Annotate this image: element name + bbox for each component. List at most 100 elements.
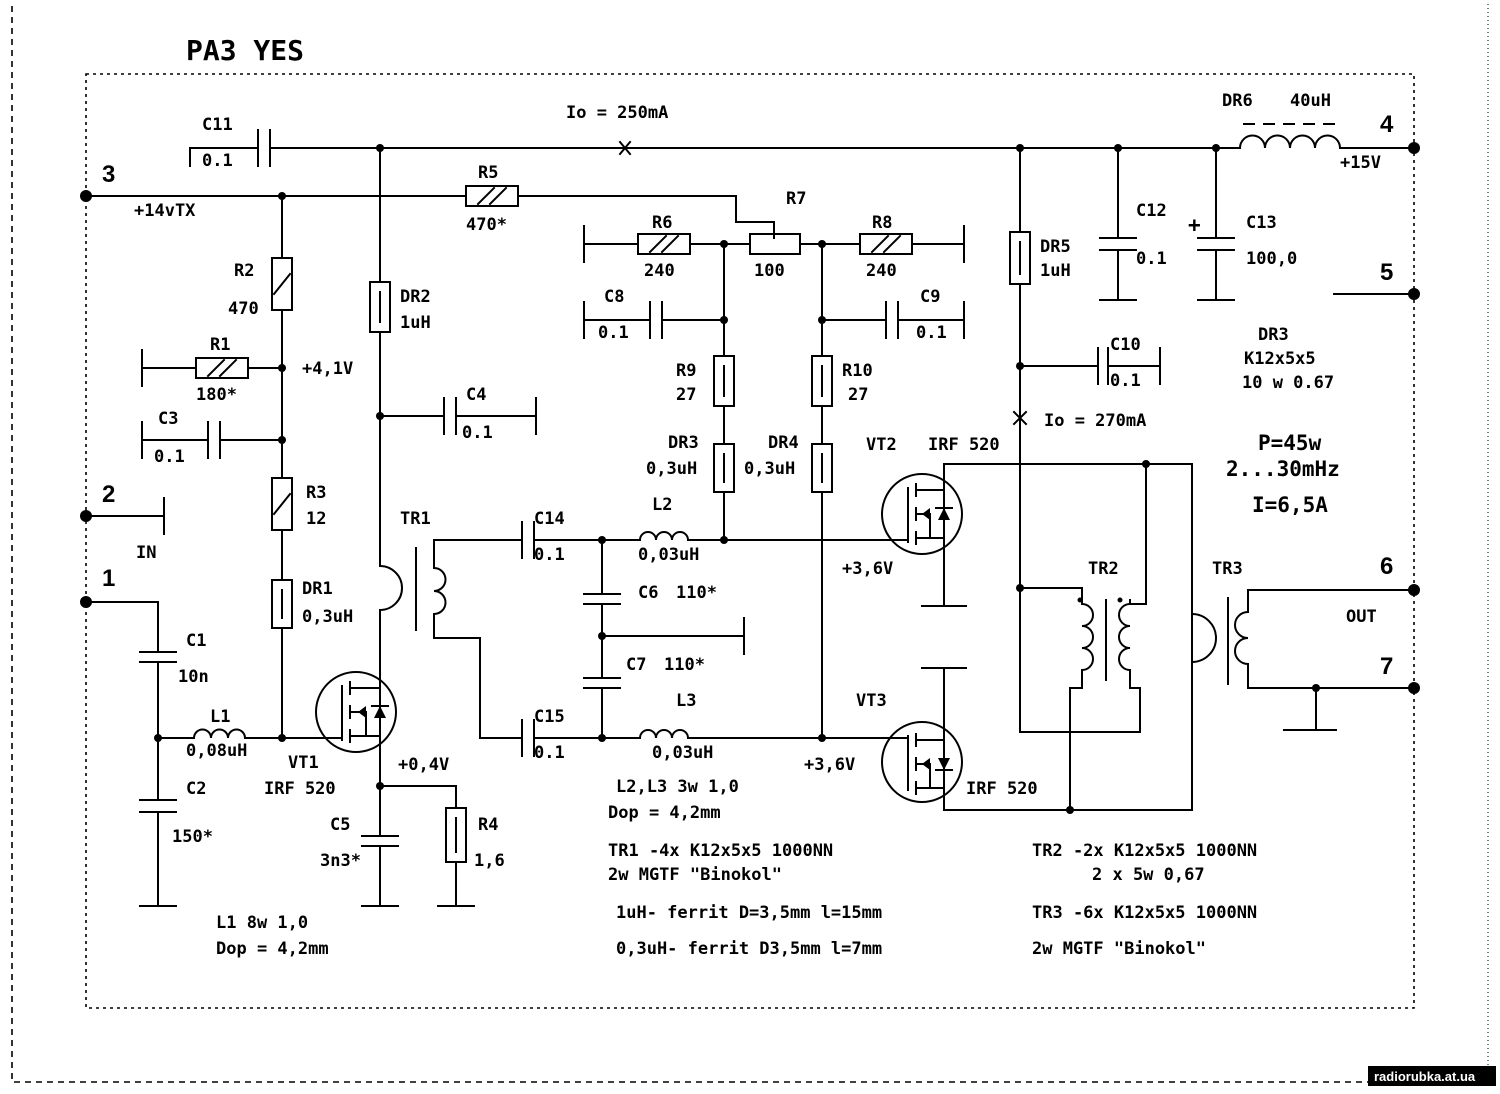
voltage-0-4v: +0,4V [398,755,449,775]
dr3-value: 0,3uH [646,459,697,479]
r5-label: R5 [478,163,498,183]
dr5-label: DR5 [1040,237,1071,257]
c1-value: 10n [178,667,209,687]
voltage-vt3-gate: +3,6V [804,755,855,775]
spec-band: 2...30mHz [1226,457,1340,481]
dr2-value: 1uH [400,313,431,333]
capacitor-c3: C3 0.1 [141,409,221,467]
resistor-r4: R4 1,6 [437,807,505,907]
capacitor-c9: C9 0.1 [885,287,965,343]
transistor-vt3: VT3 IRF 520 [856,691,1038,803]
tr1-label: TR1 [400,509,431,529]
capacitor-c1: C1 10n [139,631,209,687]
capacitor-c4: C4 0.1 [443,385,537,443]
c15-label: C15 [534,707,565,727]
c9-value: 0.1 [916,323,947,343]
capacitor-c6: C6 110* [583,583,717,605]
c13-label: C13 [1246,213,1277,233]
transformer-tr1: TR1 [400,509,447,631]
dr3-label: DR3 [668,433,699,453]
c8-value: 0.1 [598,323,629,343]
choke-dr4: DR4 0,3uH [744,433,833,493]
resistor-r2: R2 470 [228,257,293,319]
note-tr1-line2: 2w MGTF "Binokol" [608,865,782,885]
terminal-1-label: 1 [102,565,115,592]
r3-label: R3 [306,483,326,503]
r1-value: 180* [196,385,237,405]
c3-value: 0.1 [154,447,185,467]
tr2-label: TR2 [1088,559,1119,579]
l2-label: L2 [652,495,672,515]
note-ferrite-1uh: 1uH- ferrit D=3,5mm l=15mm [616,903,882,923]
r4-label: R4 [478,815,498,835]
spec-power: P=45w [1258,431,1322,455]
r2-label: R2 [234,261,254,281]
c13-value: 100,0 [1246,249,1297,269]
terminal-7-dot [1408,682,1420,694]
c10-label: C10 [1110,335,1141,355]
vt3-value: IRF 520 [966,779,1038,799]
note-tr2-line1: TR2 -2x K12x5x5 1000NN [1032,841,1257,861]
potentiometer-r7: R7 100 [749,189,806,281]
capacitor-c8: C8 0.1 [583,287,663,343]
inductor-l2: L2 0,03uH [638,495,699,565]
r10-value: 27 [848,385,868,405]
inductor-l1: L1 0,08uH [186,707,247,761]
supply-tx-label: +14vTX [134,201,196,221]
vt3-label: VT3 [856,691,887,711]
terminal-6-label: 6 [1380,553,1393,580]
r4-value: 1,6 [474,851,505,871]
voltage-4-1v: +4,1V [302,359,353,379]
r10-label: R10 [842,361,873,381]
terminals: 3 2 1 4 5 6 7 IN OUT +14vTX +15V [80,111,1420,694]
inductor-l3: L3 0,03uH [638,691,713,763]
c14-value: 0.1 [534,545,565,565]
note-ferrite-03uh: 0,3uH- ferrit D3,5mm l=7mm [616,939,882,959]
note-dr3-core: K12x5x5 [1244,349,1316,369]
capacitor-c10: C10 0.1 [1097,335,1161,391]
c2-value: 150* [172,827,213,847]
l3-value: 0,03uH [652,743,713,763]
output-label: OUT [1346,607,1377,627]
c4-label: C4 [466,385,486,405]
dr1-label: DR1 [302,579,333,599]
terminal-1-dot [80,596,92,608]
capacitor-c5: C5 3n3* [320,815,399,907]
vt1-value: IRF 520 [264,779,336,799]
choke-dr5: DR5 1uH [1009,231,1071,285]
r6-label: R6 [652,213,672,233]
resistor-r10: R10 27 [811,355,873,407]
choke-dr3: DR3 0,3uH [646,433,735,493]
note-tr1-line1: TR1 -4x K12x5x5 1000NN [608,841,833,861]
c6-label: C6 [638,583,658,603]
r1-label: R1 [210,335,230,355]
current-io-270: Io = 270mA [1044,411,1146,431]
input-label: IN [136,543,156,563]
c2-label: C2 [186,779,206,799]
c5-value: 3n3* [320,851,361,871]
terminal-4-label: 4 [1380,111,1394,138]
capacitor-c13: + C13 100,0 [1188,213,1297,301]
supply-15v-label: +15V [1340,153,1381,173]
terminal-3-label: 3 [102,161,115,188]
dr6-label: DR6 [1222,91,1253,111]
l1-value: 0,08uH [186,741,247,761]
c8-label: C8 [604,287,624,307]
watermark-box [1368,1066,1496,1086]
c6-value: 110* [676,583,717,603]
capacitor-c15: C15 0.1 [521,707,565,763]
terminal-2-label: 2 [102,481,115,508]
vt2-label: VT2 [866,435,897,455]
terminal-3-dot [80,190,92,202]
terminal-7-label: 7 [1380,653,1393,680]
transistor-vt1: VT1 IRF 520 [264,671,397,799]
transformer-tr3: TR3 [1212,559,1250,685]
r8-value: 240 [866,261,897,281]
c7-value: 110* [664,655,705,675]
c3-label: C3 [158,409,178,429]
c11-label: C11 [202,115,233,135]
c1-label: C1 [186,631,206,651]
inductor-dr6: DR6 40uH [1222,91,1342,150]
